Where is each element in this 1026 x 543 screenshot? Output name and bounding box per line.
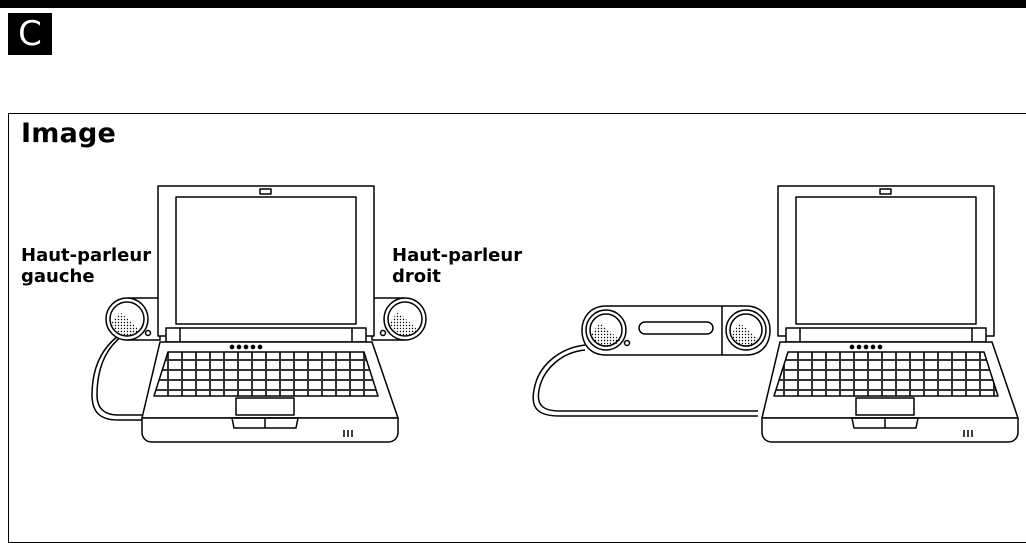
laptop-with-two-side-speakers-icon	[92, 186, 426, 442]
left-speaker-icon	[106, 298, 160, 340]
speaker-bar-icon	[582, 306, 770, 355]
illustration-canvas	[0, 0, 1026, 524]
laptop-with-combined-speaker-bar-icon	[533, 186, 1018, 442]
right-speaker-icon	[372, 298, 426, 340]
